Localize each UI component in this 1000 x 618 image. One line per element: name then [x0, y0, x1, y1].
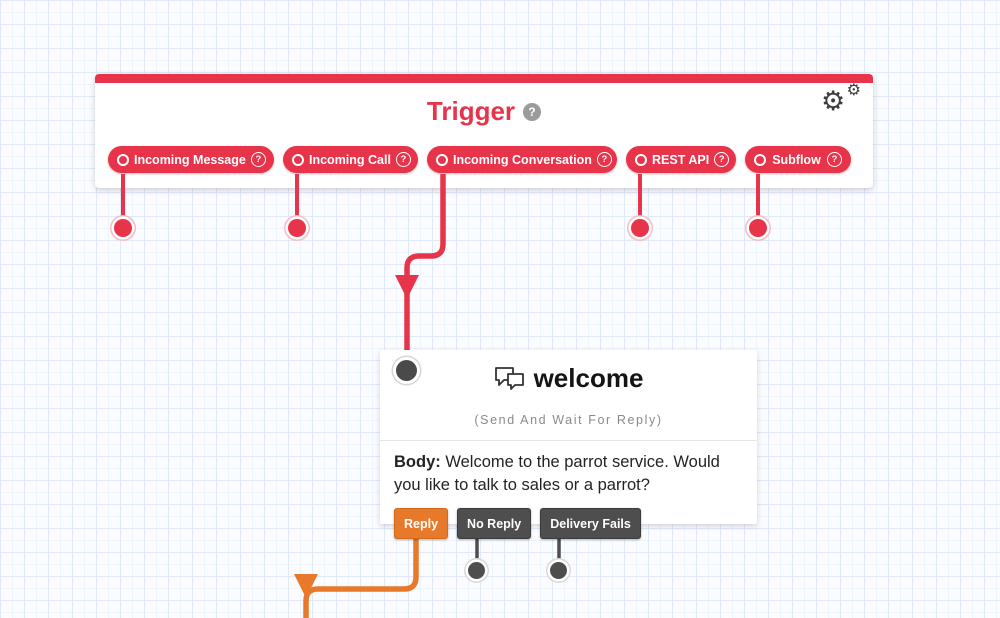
trigger-widget[interactable]: Trigger ? ⚙ ⚙ Incoming Message ? Incomin…	[95, 74, 873, 188]
body-value: Welcome to the parrot service. Would you…	[394, 453, 720, 494]
help-icon[interactable]: ?	[827, 152, 842, 167]
message-bubbles-icon	[494, 366, 525, 392]
divider	[380, 440, 757, 441]
trigger-help-icon[interactable]: ?	[523, 102, 542, 121]
transition-reply-button[interactable]: Reply	[394, 508, 449, 539]
pill-label: Incoming Conversation	[453, 152, 592, 167]
help-icon[interactable]: ?	[714, 152, 730, 167]
pill-label: Subflow	[772, 152, 821, 167]
trigger-pill-rest-api[interactable]: REST API ?	[626, 146, 736, 173]
settings-gears-icon[interactable]: ⚙ ⚙	[819, 80, 863, 120]
welcome-title: welcome	[533, 363, 644, 393]
welcome-input-port[interactable]	[396, 360, 417, 381]
connector-reply-out[interactable]	[303, 539, 419, 618]
trigger-accent-bar	[95, 74, 873, 83]
connection-circle-icon	[292, 153, 304, 166]
port-rest-api[interactable]	[631, 219, 649, 237]
port-subflow[interactable]	[749, 219, 767, 237]
connection-circle-icon	[754, 153, 766, 166]
trigger-title-row: Trigger ?	[95, 96, 873, 127]
connector-incoming-conversation-to-welcome[interactable]	[404, 174, 446, 365]
port-delivery-fails[interactable]	[550, 562, 567, 579]
trigger-pill-incoming-conversation[interactable]: Incoming Conversation ?	[427, 146, 617, 173]
arrowhead-orange-icon	[294, 574, 318, 598]
arrowhead-red-icon	[395, 275, 419, 299]
trigger-pill-incoming-message[interactable]: Incoming Message ?	[108, 146, 274, 173]
body-label: Body:	[394, 453, 441, 471]
port-no-reply[interactable]	[468, 562, 485, 579]
trigger-pill-row: Incoming Message ? Incoming Call ? Incom…	[108, 146, 851, 173]
transition-delivery-fails-button[interactable]: Delivery Fails	[540, 508, 641, 539]
welcome-body-text: Body: Welcome to the parrot service. Wou…	[394, 451, 746, 497]
pill-label: Incoming Message	[134, 152, 246, 167]
gear-small-icon: ⚙	[846, 80, 861, 99]
connection-circle-icon	[436, 153, 448, 166]
port-incoming-call[interactable]	[288, 219, 306, 237]
transition-button-row: Reply No Reply Delivery Fails	[394, 508, 641, 539]
help-icon[interactable]: ?	[395, 152, 411, 167]
connection-circle-icon	[635, 153, 647, 166]
welcome-widget[interactable]: welcome (Send And Wait For Reply) Body: …	[380, 350, 757, 539]
help-icon[interactable]: ?	[250, 152, 266, 167]
connection-circle-icon	[117, 153, 129, 166]
transition-no-reply-button[interactable]: No Reply	[457, 508, 532, 539]
help-icon[interactable]: ?	[596, 152, 612, 167]
gear-large-icon: ⚙	[821, 86, 846, 117]
welcome-title-row: welcome	[380, 363, 757, 394]
pill-label: Incoming Call	[309, 152, 391, 167]
trigger-title: Trigger	[426, 96, 516, 126]
trigger-pill-subflow[interactable]: Subflow ?	[745, 146, 851, 173]
pill-label: REST API	[652, 152, 710, 167]
port-incoming-message[interactable]	[114, 219, 132, 237]
widget-type-label: (Send And Wait For Reply)	[474, 413, 663, 427]
trigger-pill-incoming-call[interactable]: Incoming Call ?	[283, 146, 418, 173]
